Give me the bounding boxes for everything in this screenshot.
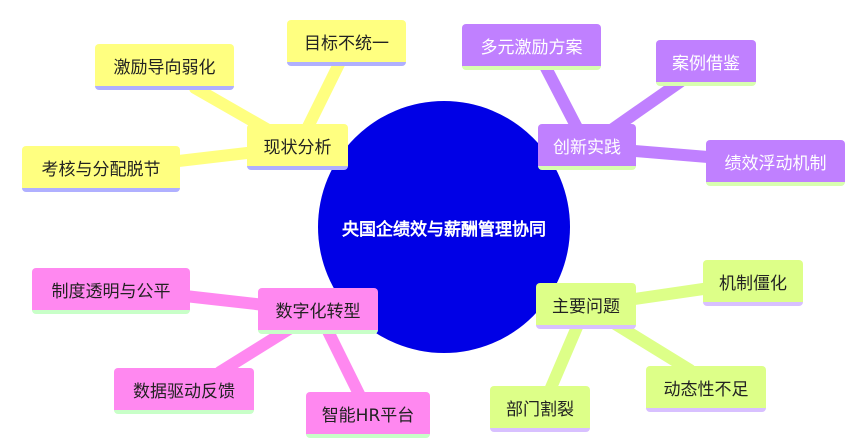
branch-innovation[interactable]: 创新实践 [538,124,636,170]
leaf-node[interactable]: 多元激励方案 [462,24,601,70]
leaf-node[interactable]: 动态性不足 [646,366,766,412]
branch-digital[interactable]: 数字化转型 [258,288,378,334]
leaf-node[interactable]: 机制僵化 [703,260,803,306]
leaf-node[interactable]: 绩效浮动机制 [706,140,845,186]
leaf-node[interactable]: 激励导向弱化 [95,44,234,90]
branch-status[interactable]: 现状分析 [247,124,348,170]
branch-problems[interactable]: 主要问题 [536,283,636,329]
leaf-node[interactable]: 案例借鉴 [656,40,756,86]
leaf-node[interactable]: 部门割裂 [490,386,590,432]
leaf-node[interactable]: 智能HR平台 [306,392,430,438]
leaf-node[interactable]: 制度透明与公平 [32,268,190,314]
leaf-node[interactable]: 考核与分配脱节 [22,146,180,192]
leaf-node[interactable]: 数据驱动反馈 [114,368,254,414]
leaf-node[interactable]: 目标不统一 [287,20,406,66]
